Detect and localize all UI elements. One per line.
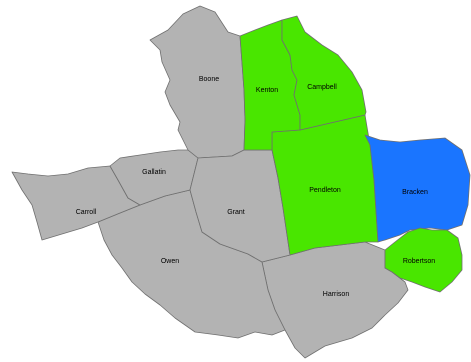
label-gallatin: Gallatin — [142, 169, 166, 176]
county-robertson[interactable] — [384, 227, 463, 293]
label-harrison: Harrison — [323, 291, 350, 298]
county-pendleton[interactable] — [271, 114, 379, 256]
county-carroll[interactable] — [11, 165, 141, 241]
label-robertson: Robertson — [403, 258, 435, 265]
label-campbell: Campbell — [307, 84, 337, 91]
label-bracken: Bracken — [402, 189, 428, 196]
label-kenton: Kenton — [256, 87, 278, 94]
label-boone: Boone — [199, 76, 219, 83]
label-grant: Grant — [227, 209, 245, 216]
county-campbell[interactable] — [281, 15, 367, 131]
label-pendleton: Pendleton — [309, 187, 341, 194]
county-bracken[interactable] — [364, 134, 471, 243]
county-boone[interactable] — [149, 5, 246, 159]
label-carroll: Carroll — [76, 209, 97, 216]
label-owen: Owen — [161, 258, 179, 265]
